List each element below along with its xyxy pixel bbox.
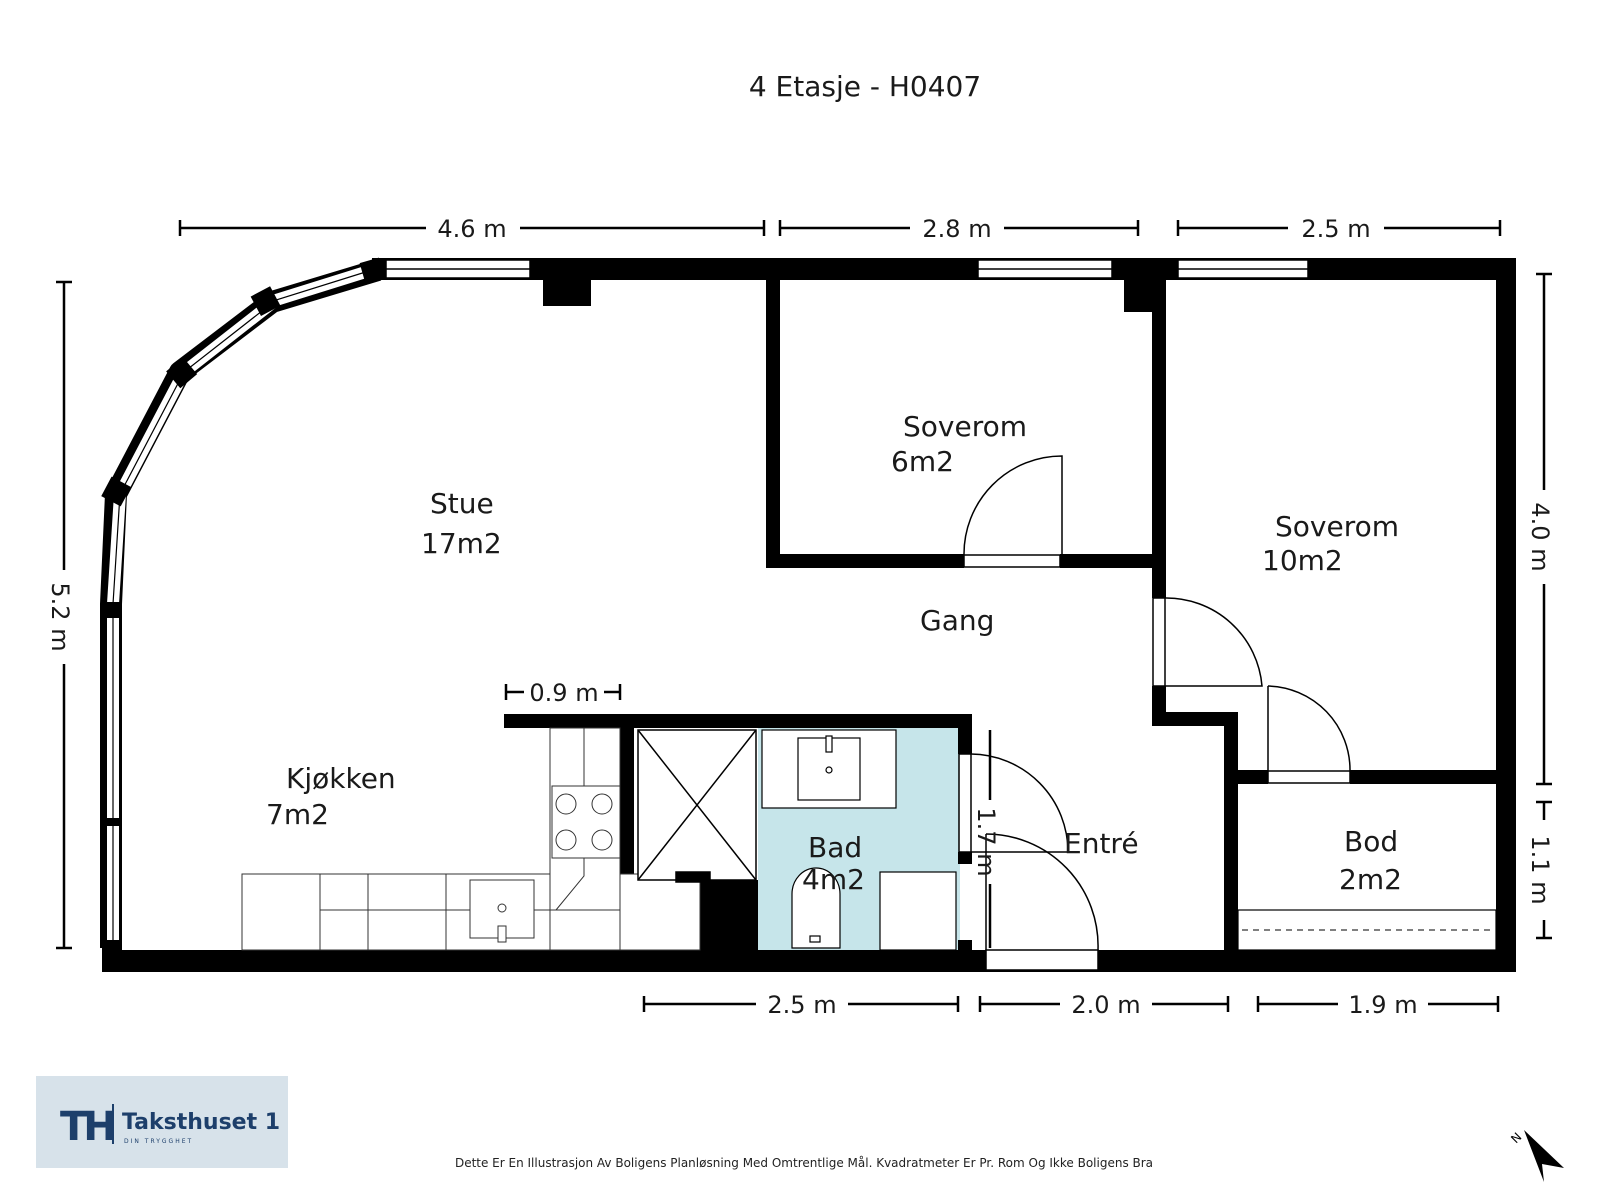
- dim-right-upper: 4.0 m: [1526, 502, 1554, 571]
- logo-mark: TH: [60, 1104, 117, 1150]
- top-windows: [385, 259, 1309, 279]
- shaft-stue: [543, 278, 591, 306]
- room-area-soverom-small: 6m2: [891, 445, 954, 478]
- north-label: N: [1508, 1130, 1524, 1146]
- room-name-gang: Gang: [920, 604, 994, 637]
- bay-window-wall: [100, 259, 382, 948]
- dim-bottom-right: 1.9 m: [1348, 991, 1417, 1019]
- room-name-bad: Bad: [808, 831, 862, 864]
- logo-name: Taksthuset 1: [122, 1110, 281, 1135]
- bay-window-glass: [107, 264, 374, 940]
- bay-window-line: [112, 269, 373, 940]
- dim-bottom-middle: 2.0 m: [1071, 991, 1140, 1019]
- dim-top-middle: 2.8 m: [922, 215, 991, 243]
- bay-window-mullions: [101, 257, 385, 826]
- room-name-bod: Bod: [1344, 825, 1398, 858]
- room-area-stue: 17m2: [421, 527, 502, 560]
- room-name-entre: Entré: [1064, 827, 1139, 860]
- dim-bottom-left: 2.5 m: [767, 991, 836, 1019]
- company-logo: TH Taksthuset 1 DIN TRYGGHET: [36, 1076, 288, 1168]
- room-name-soverom-large: Soverom: [1275, 510, 1399, 543]
- room-name-stue: Stue: [430, 487, 494, 520]
- dim-kitchen-counter: 0.9 m: [529, 679, 598, 707]
- dim-entre-depth: 1.7 m: [972, 807, 1000, 876]
- logo-tagline: DIN TRYGGHET: [124, 1138, 194, 1145]
- shower: [637, 729, 757, 883]
- room-area-soverom-large: 10m2: [1262, 544, 1343, 577]
- dim-right-lower: 1.1 m: [1526, 835, 1554, 904]
- north-arrow-icon: N: [1508, 1130, 1564, 1182]
- dim-left: 5.2 m: [46, 582, 74, 651]
- kitchen-cabinets: [241, 727, 701, 951]
- logo-divider: [112, 1104, 114, 1144]
- room-area-kjokken: 7m2: [266, 798, 329, 831]
- room-area-bad: 4m2: [802, 863, 865, 896]
- disclaimer: Dette Er En Illustrasjon Av Boligens Pla…: [454, 1156, 1154, 1170]
- doors: [958, 455, 1351, 971]
- dim-top-left: 4.6 m: [437, 215, 506, 243]
- dim-top-right: 2.5 m: [1301, 215, 1370, 243]
- room-name-soverom-small: Soverom: [903, 410, 1027, 443]
- floor-plan-title: 4 Etasje - H0407: [748, 70, 982, 103]
- room-name-kjokken: Kjøkken: [286, 762, 396, 795]
- bathroom-fixtures: [761, 729, 957, 951]
- room-area-bod: 2m2: [1339, 863, 1402, 896]
- dimension-lines: [56, 220, 1552, 1012]
- bod-shelf: [1237, 909, 1497, 951]
